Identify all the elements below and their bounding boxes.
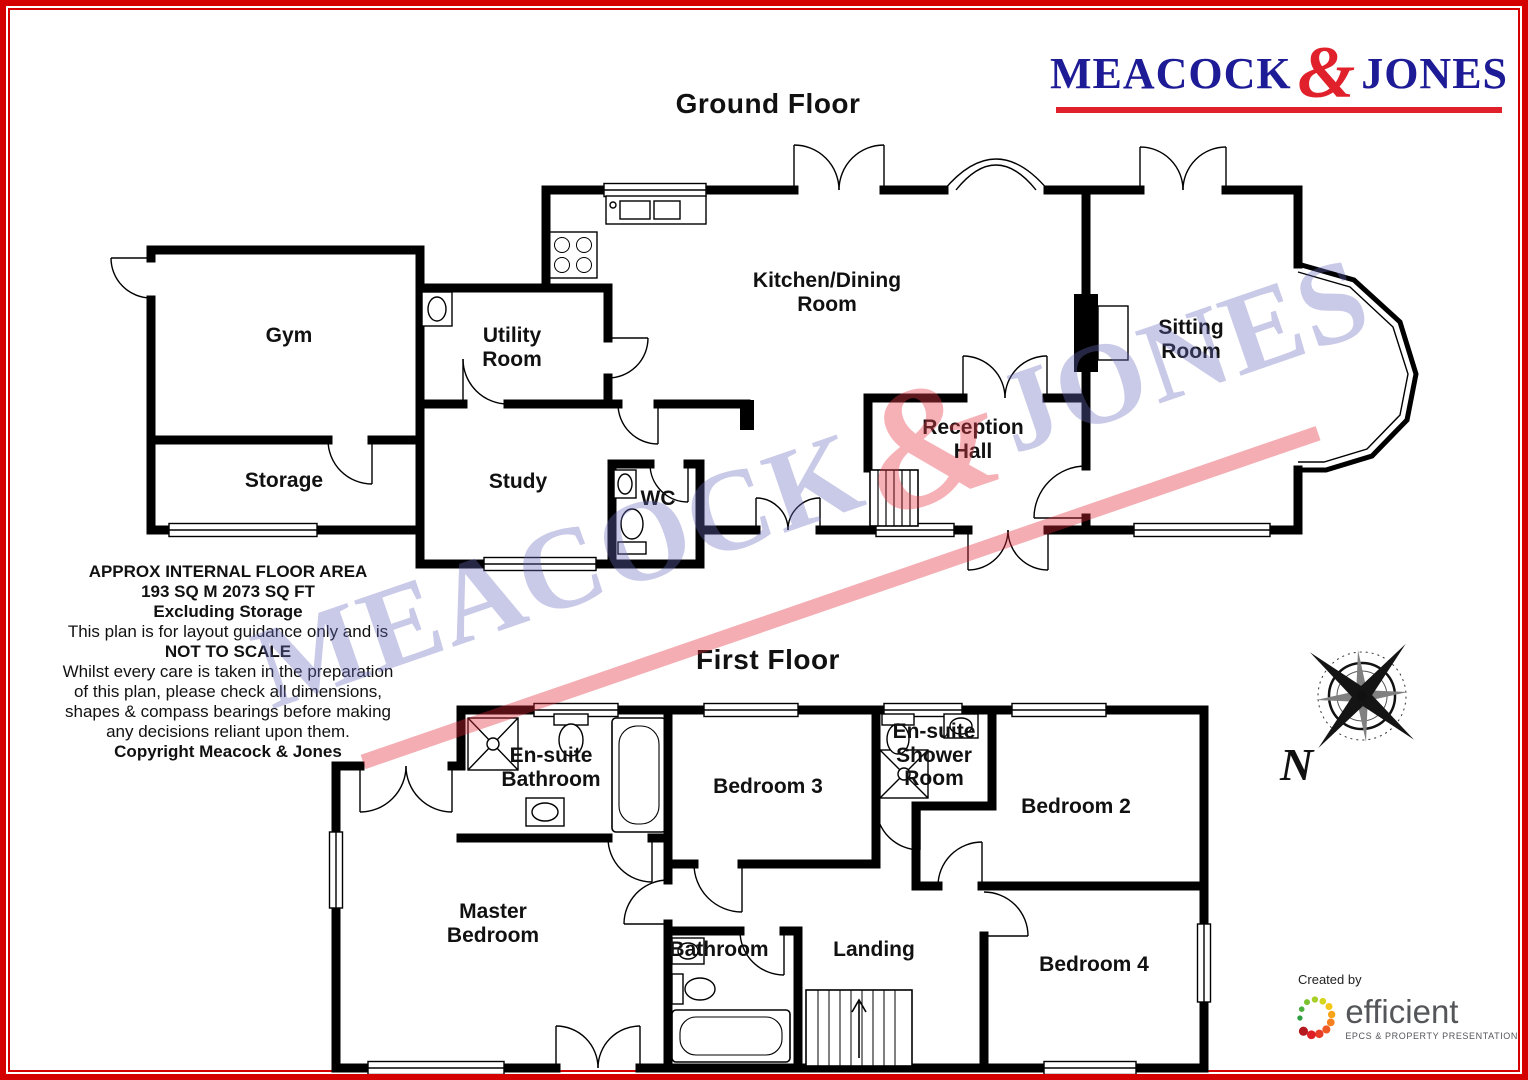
room-label-bedroom-4: Bedroom 4 [1039, 953, 1149, 976]
shower-room-toilet-icon [881, 713, 915, 755]
room-label-kitchen-dining-room: Kitchen/Dining Room [752, 269, 902, 316]
ground-floor-title: Ground Floor [675, 88, 861, 119]
room-label-landing: Landing [833, 938, 915, 961]
room-label-sitting-room: Sitting Room [1158, 316, 1224, 363]
fireplace-icon [1074, 294, 1129, 372]
logo-word2: JONES [1361, 49, 1509, 99]
room-label-bathroom: Bathroom [669, 938, 769, 961]
disclaimer-line: APPROX INTERNAL FLOOR AREA [88, 562, 368, 581]
first-floor-title: First Floor [696, 644, 840, 675]
room-label-wc: WC [640, 487, 676, 510]
room-label-gym: Gym [265, 324, 313, 347]
ground-floor-walls [146, 185, 1303, 569]
wall-pillar [740, 400, 754, 430]
first-floor-stairs [805, 989, 913, 1067]
ensuite-toilet-icon [553, 713, 589, 757]
compass-north-label: N [1280, 739, 1314, 790]
room-label-study: Study [488, 470, 548, 493]
first-floor-plan [328, 702, 1212, 1074]
floor-plan-drawing [110, 144, 1419, 1074]
shower-room-sink-icon [943, 713, 979, 739]
logo-word1: MEACOCK [1049, 49, 1292, 99]
disclaimer-line: any decisions reliant upon them. [106, 722, 350, 741]
first-floor-walls [331, 705, 1209, 1073]
first-floor-doors [359, 765, 1029, 1069]
kitchen-sink-icon [605, 195, 707, 225]
created-by-label: Created by [1298, 972, 1362, 987]
ground-floor-plan [110, 144, 1419, 572]
ensuite-shower-icon [467, 717, 519, 771]
ensuite-bathtub-icon [611, 717, 667, 833]
stove-icon [548, 231, 598, 279]
disclaimer-line: NOT TO SCALE [164, 642, 292, 661]
wc-fixtures [613, 469, 647, 555]
room-label-master-bedroom: Master Bedroom [446, 900, 540, 947]
efficient-brand-label: efficient [1345, 993, 1459, 1030]
ground-floor-stairs [869, 469, 919, 527]
room-label-utility-room: Utility Room [482, 324, 542, 371]
credit-block: Created by efficient EPCS & PROPERTY PRE… [1292, 972, 1518, 1047]
disclaimer-line: Whilst every care is taken in the prepar… [62, 662, 394, 681]
disclaimer-line: 193 SQ M 2073 SQ FT [141, 582, 315, 601]
bathroom-toilet-icon [671, 973, 716, 1005]
disclaimer-line: shapes & compass bearings before making [64, 702, 391, 721]
ground-floor-doors [110, 144, 1227, 571]
efficient-logo-icon [1297, 996, 1336, 1040]
compass-rose-icon [1309, 643, 1415, 749]
room-label-ensuite-bathroom: En-suite Bathroom [501, 744, 601, 791]
efficient-tagline: EPCS & PROPERTY PRESENTATION [1345, 1031, 1518, 1041]
room-label-bedroom-2: Bedroom 2 [1021, 795, 1131, 818]
first-floor-windows [328, 702, 1212, 1074]
bay-window [1297, 261, 1419, 473]
bathroom-bathtub-icon [671, 1009, 791, 1063]
disclaimer-text: APPROX INTERNAL FLOOR AREA 193 SQ M 2073… [34, 562, 422, 762]
logo-underline [1056, 106, 1502, 113]
room-label-storage: Storage [244, 469, 324, 492]
room-label-reception-hall: Reception Hall [922, 416, 1024, 463]
meacock-jones-logo: MEACOCK & JONES [1050, 32, 1507, 114]
ground-floor-windows [168, 182, 1271, 572]
room-label-bedroom-3: Bedroom 3 [713, 775, 823, 798]
bathroom-sink-icon [671, 937, 705, 965]
disclaimer-line: Excluding Storage [153, 602, 303, 621]
logo-ampersand-icon: & [1297, 32, 1356, 114]
room-label-ensuite-shower-room: En-suite Shower Room [892, 720, 976, 791]
utility-sink-icon [421, 291, 453, 327]
disclaimer-line: This plan is for layout guidance only an… [67, 622, 389, 641]
disclaimer-copyright: Copyright Meacock & Jones [114, 742, 342, 761]
disclaimer-line: of this plan, please check all dimension… [73, 682, 383, 701]
ensuite-sink-icon [525, 797, 565, 827]
